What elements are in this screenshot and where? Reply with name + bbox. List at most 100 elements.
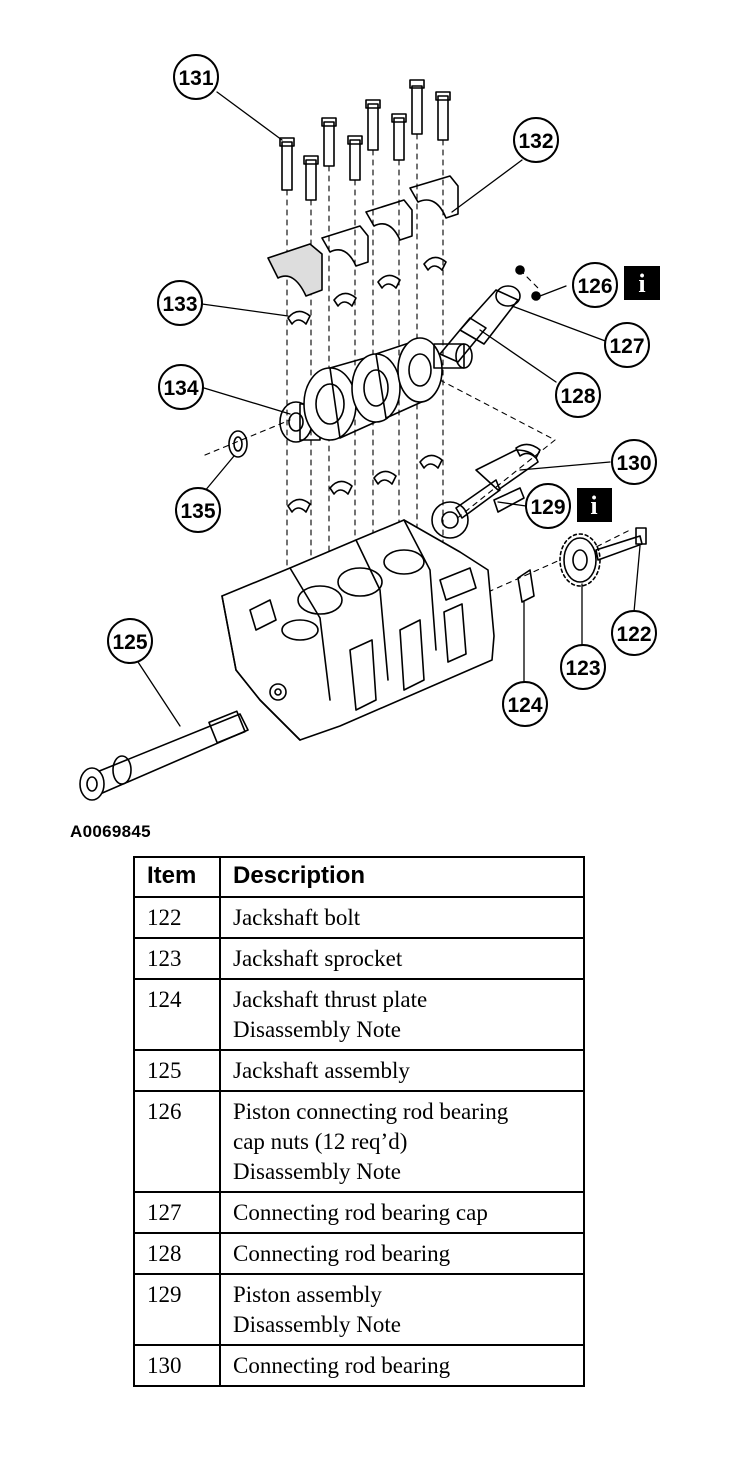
item-number: 129 [133,1273,221,1346]
callout-label: 126 [577,275,612,298]
callout-126: 126 [572,262,618,308]
item-description: Connecting rod bearing [219,1344,585,1387]
item-description: Jackshaft bolt [219,896,585,939]
callout-134: 134 [158,364,204,410]
item-description: Connecting rod bearing [219,1232,585,1275]
callout-124: 124 [502,681,548,727]
callout-127: 127 [604,322,650,368]
table-row: 125 Jackshaft assembly [133,1049,585,1092]
description-line: Jackshaft assembly [233,1058,410,1083]
item-description: Piston connecting rod bearing cap nuts (1… [219,1090,585,1193]
description-line: Jackshaft bolt [233,905,361,930]
item-number: 128 [133,1232,221,1275]
callout-circle [157,280,203,326]
engine-block [221,519,495,741]
item-number: 124 [133,978,221,1051]
callout-circle [560,644,606,690]
item-number: 122 [133,896,221,939]
callout-circle [555,372,601,418]
callout-circle [175,487,221,533]
callout-135: 135 [175,487,221,533]
table-row: 122 Jackshaft bolt [133,896,585,939]
callout-label: 134 [163,377,198,400]
callout-label: 128 [560,385,595,408]
main-bearing-caps [267,175,459,297]
callout-label: 127 [609,335,644,358]
item-number: 126 [133,1090,221,1193]
item-description: Connecting rod bearing cap [219,1191,585,1234]
callout-circle [604,322,650,368]
callout-label: 133 [162,293,197,316]
description-line: Disassembly Note [233,1159,402,1184]
table-row: 126 Piston connecting rod bearing cap nuts… [133,1090,585,1193]
description-line: Piston connecting rod bearing [233,1099,509,1124]
description-line: Piston assembly [233,1282,382,1307]
item-number: 125 [133,1049,221,1092]
callout-circle [107,618,153,664]
callout-circle [611,610,657,656]
callout-129: 129 [525,483,571,529]
callout-circle [611,439,657,485]
description-line: Disassembly Note [233,1312,402,1337]
callout-123: 123 [560,644,606,690]
callout-label: 129 [530,496,565,519]
callout-label: 131 [178,67,213,90]
callout-128: 128 [555,372,601,418]
callout-label: 135 [180,500,215,523]
table-row: 127 Connecting rod bearing cap [133,1191,585,1234]
jackshaft-front-parts [517,527,647,603]
jackshaft [79,710,249,801]
description-line: cap nuts (12 req’d) [233,1129,408,1154]
callout-131: 131 [173,54,219,100]
callout-circle [525,483,571,529]
info-marker-129: i [577,488,612,522]
callout-125: 125 [107,618,153,664]
item-column-header: Item [133,856,221,898]
callout-132: 132 [513,117,559,163]
svg-text:i: i [590,491,597,520]
description-column-header: Description [219,856,585,898]
crankshaft [279,337,473,443]
item-description: Jackshaft assembly [219,1049,585,1092]
exploded-engine-diagram: i i 131 132 133 126 127 128 134 135 130 129 125 122… [79,54,660,801]
callout-133: 133 [157,280,203,326]
callout-label: 125 [112,631,147,654]
svg-text:i: i [638,269,645,298]
description-line: Connecting rod bearing cap [233,1200,488,1225]
figure-id: A0069845 [70,822,151,841]
item-description: Jackshaft sprocket [219,937,585,980]
callout-label: 122 [616,623,651,646]
callout-label: 123 [565,657,600,680]
callout-label: 130 [616,452,651,475]
callout-label: 124 [507,694,542,717]
description-line: Jackshaft thrust plate [233,987,428,1012]
description-line: Disassembly Note [233,1017,402,1042]
piston-assembly [431,443,541,539]
callout-label: 132 [518,130,553,153]
table-row: 123 Jackshaft sprocket [133,937,585,980]
callout-circle [513,117,559,163]
description-line: Connecting rod bearing [233,1353,451,1378]
connecting-rod-assembly [439,265,541,363]
callout-circle [502,681,548,727]
callout-circle [158,364,204,410]
callout-130: 130 [611,439,657,485]
table-row: 128 Connecting rod bearing [133,1232,585,1275]
callout-122: 122 [611,610,657,656]
description-line: Connecting rod bearing [233,1241,451,1266]
callout-circle [173,54,219,100]
item-number: 123 [133,937,221,980]
item-number: 127 [133,1191,221,1234]
info-marker-126: i [624,266,660,300]
table-header-row: Item Description [133,856,585,898]
description-line: Jackshaft sprocket [233,946,403,971]
bearing-shells [287,256,447,513]
rear-seal [228,430,248,458]
item-number: 130 [133,1344,221,1387]
callout-circle [572,262,618,308]
